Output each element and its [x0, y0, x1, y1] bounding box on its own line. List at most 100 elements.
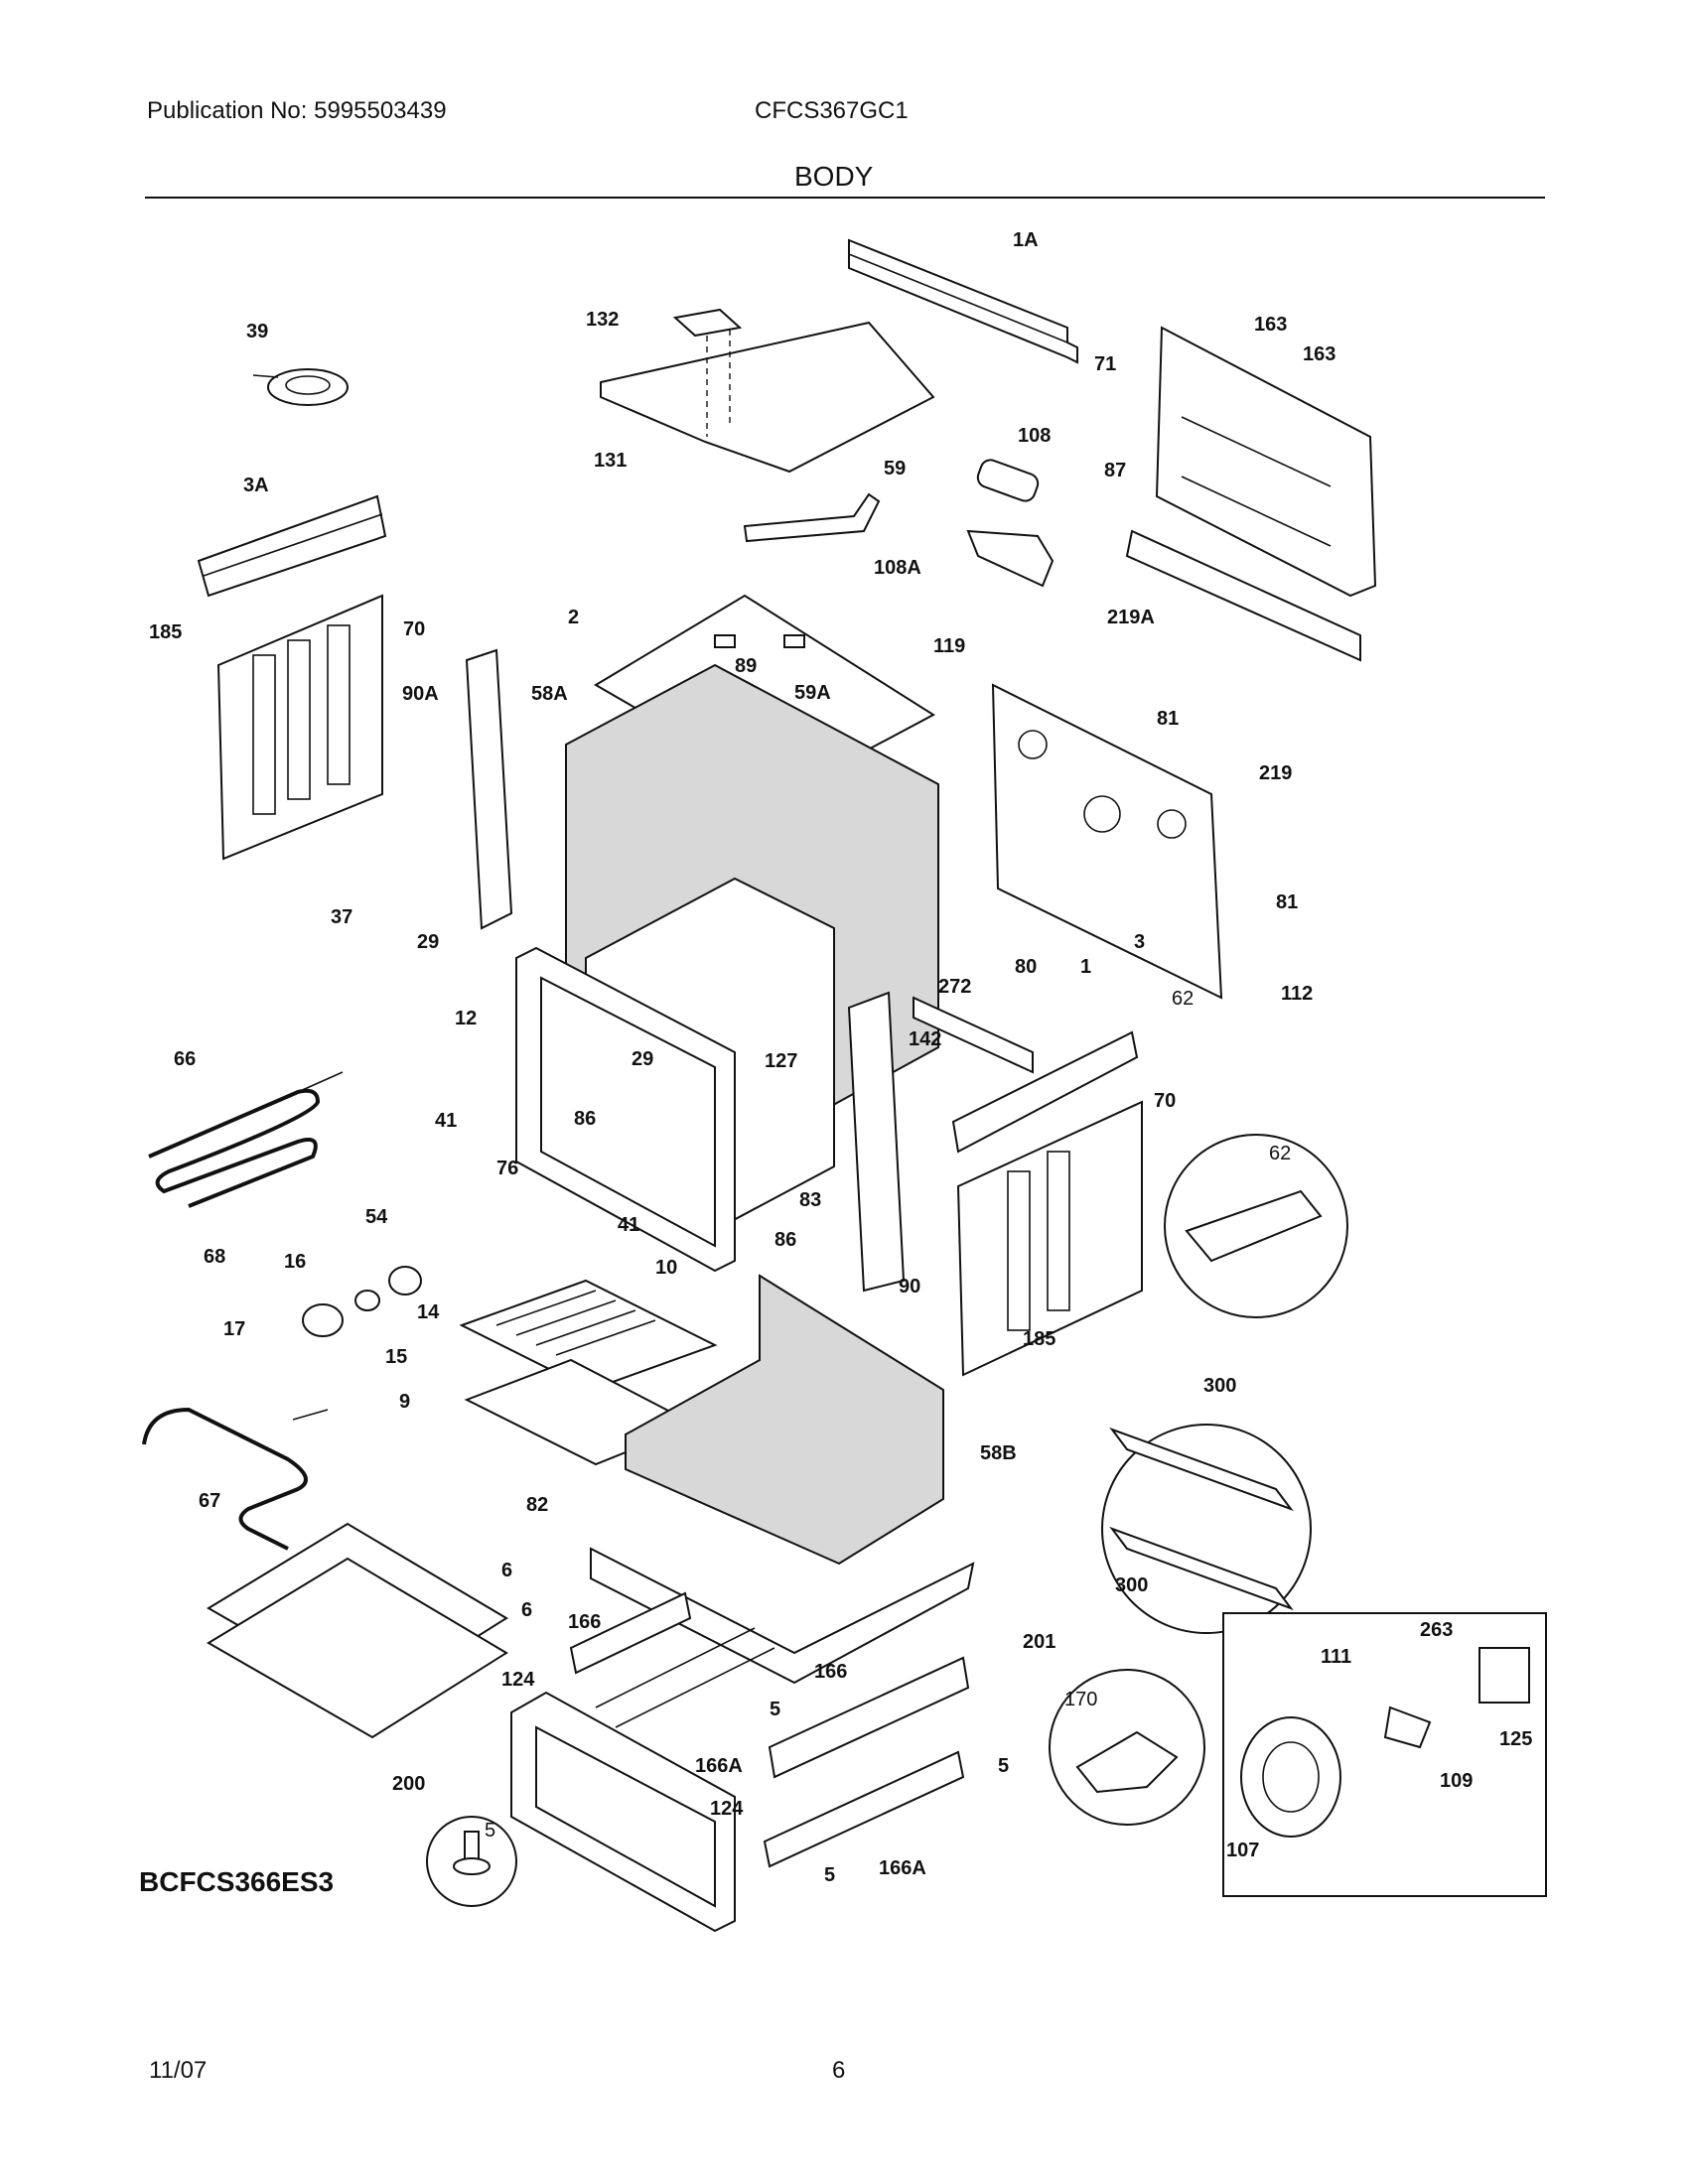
footer-date: 11/07 — [149, 2057, 208, 2084]
part-label: 15 — [385, 1346, 407, 1368]
model-number: CFCS367GC1 — [755, 97, 909, 124]
part-label: 127 — [765, 1050, 797, 1072]
oven-frame-76 — [515, 946, 736, 1273]
part-label: 108 — [1018, 425, 1051, 447]
part-label: 5 — [998, 1755, 1009, 1777]
reference-model-label: BCFCS366ES3 — [139, 1866, 335, 1897]
channel-bracket-90 — [847, 991, 906, 1293]
cooling-fan-motor — [966, 459, 1055, 588]
part-label: 185 — [149, 621, 182, 643]
part-label: 131 — [594, 450, 627, 472]
part-label: 166A — [879, 1857, 926, 1879]
part-label: 12 — [455, 1008, 477, 1029]
part-label: 37 — [331, 906, 352, 928]
control-panel-back-1 — [991, 683, 1223, 1000]
part-label: 125 — [1499, 1728, 1532, 1750]
part-label: 58B — [980, 1442, 1017, 1464]
part-label: 3 — [1134, 931, 1145, 953]
part-label: 119 — [933, 635, 965, 657]
part-label: 263 — [1420, 1619, 1453, 1641]
part-label: 62 — [1269, 1143, 1291, 1164]
part-label: 58A — [531, 683, 568, 705]
page-number: 6 — [832, 2057, 846, 2084]
part-label: 62 — [1172, 988, 1194, 1010]
part-label: 66 — [174, 1048, 196, 1070]
part-label: 87 — [1104, 460, 1126, 481]
part-label: 132 — [586, 309, 619, 331]
part-label: 6 — [521, 1599, 532, 1621]
part-label: 76 — [496, 1158, 518, 1179]
part-label: 185 — [1023, 1328, 1055, 1350]
part-label: 14 — [417, 1301, 440, 1323]
part-label: 83 — [799, 1189, 821, 1211]
bottom-insulation-58b — [625, 1274, 944, 1566]
part-label: 80 — [1015, 956, 1037, 978]
part-label: 17 — [223, 1318, 245, 1340]
oven-lamp — [302, 1266, 422, 1337]
part-label: 6 — [501, 1560, 512, 1581]
part-label: 170 — [1064, 1689, 1097, 1710]
oven-rack-6 — [207, 1522, 508, 1739]
part-label: 59 — [884, 458, 906, 479]
side-panel-left — [216, 594, 383, 861]
terminal-block-detail — [1164, 1134, 1348, 1318]
part-label: 89 — [735, 655, 757, 677]
part-label: 5 — [485, 1820, 495, 1842]
sensor-bracket-142 — [913, 996, 1034, 1074]
plate-300-detail — [1101, 1424, 1312, 1634]
part-label: 90 — [899, 1276, 920, 1297]
part-label: 41 — [618, 1214, 639, 1236]
part-label: 86 — [774, 1229, 796, 1251]
part-label: 108A — [874, 557, 921, 579]
part-label: 3A — [243, 475, 269, 496]
part-label: 86 — [574, 1108, 596, 1130]
part-label: 200 — [392, 1773, 425, 1795]
bake-element — [142, 1407, 329, 1551]
part-label: 9 — [399, 1391, 410, 1413]
part-label: 16 — [284, 1251, 306, 1273]
part-label: 1A — [1013, 229, 1039, 251]
rear-top-bracket — [848, 238, 1078, 364]
bracket-170-detail — [1049, 1669, 1205, 1826]
part-label: 1 — [1080, 956, 1091, 978]
part-label: 201 — [1023, 1631, 1055, 1653]
part-label: 54 — [365, 1206, 388, 1228]
part-label: 163 — [1303, 343, 1336, 365]
part-label: 124 — [710, 1798, 744, 1820]
part-label: 111 — [1321, 1646, 1351, 1668]
part-label: 124 — [501, 1669, 535, 1691]
part-label: 59A — [794, 682, 831, 704]
part-label: 10 — [655, 1257, 677, 1279]
part-label: 5 — [824, 1864, 835, 1886]
side-panel-right — [956, 1100, 1143, 1377]
part-label: 81 — [1157, 708, 1179, 730]
part-label: 112 — [1281, 983, 1313, 1005]
cooktop-support-panel — [600, 308, 935, 474]
part-label: 219A — [1107, 607, 1155, 628]
part-label: 109 — [1440, 1770, 1473, 1792]
part-label: 166 — [568, 1611, 601, 1633]
part-label: 166A — [695, 1755, 743, 1777]
channel-bracket-90a — [465, 648, 513, 930]
convection-fan-inset — [1222, 1612, 1547, 1897]
part-label: 142 — [909, 1028, 941, 1050]
part-label: 5 — [770, 1699, 780, 1720]
part-label: 166 — [814, 1661, 847, 1683]
rear-panel — [1125, 326, 1377, 662]
part-label: 68 — [204, 1246, 225, 1268]
broil-element — [148, 1071, 344, 1208]
part-label: 39 — [246, 321, 268, 342]
part-label: 71 — [1094, 353, 1116, 375]
part-label: 41 — [435, 1110, 457, 1132]
power-cord — [252, 368, 349, 406]
part-label: 163 — [1254, 314, 1287, 336]
part-label: 219 — [1259, 762, 1292, 784]
drawer-slide-rails — [569, 1591, 970, 1868]
part-label: 90A — [402, 683, 439, 705]
drawer-frame-200 — [510, 1691, 736, 1933]
part-label: 2 — [568, 607, 579, 628]
section-title: BODY — [794, 161, 874, 192]
part-label: 67 — [199, 1490, 220, 1512]
